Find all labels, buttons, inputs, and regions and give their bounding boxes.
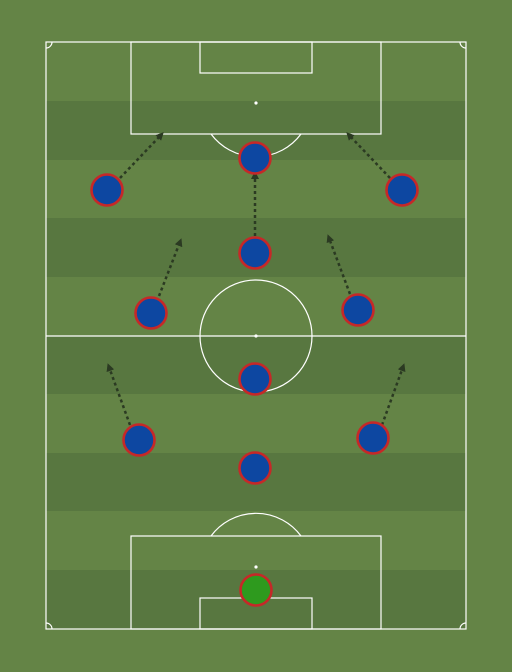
movement-arrow bbox=[380, 363, 406, 426]
movement-arrow bbox=[346, 132, 391, 179]
player-marker[interactable] bbox=[238, 451, 272, 485]
player-marker[interactable] bbox=[356, 421, 390, 455]
corner-arc bbox=[45, 622, 53, 630]
pitch-spots bbox=[254, 101, 258, 569]
player-marker[interactable] bbox=[385, 173, 419, 207]
player-marker[interactable] bbox=[238, 141, 272, 175]
movement-arrow bbox=[106, 363, 132, 426]
top-penalty-spot bbox=[254, 101, 258, 105]
pitch-markings bbox=[45, 41, 467, 630]
player-marker[interactable] bbox=[238, 236, 272, 270]
corner-arc bbox=[459, 41, 467, 49]
top-goal-area bbox=[199, 41, 313, 74]
player-marker[interactable] bbox=[238, 362, 272, 396]
player-marker[interactable] bbox=[134, 296, 168, 330]
bottom-penalty-spot bbox=[254, 565, 258, 569]
bottom-penalty-arc bbox=[210, 512, 302, 537]
movement-arrow bbox=[326, 234, 352, 295]
player-marker[interactable] bbox=[122, 423, 156, 457]
movement-arrow bbox=[157, 238, 183, 297]
player-marker[interactable] bbox=[341, 293, 375, 327]
player-goalkeeper[interactable] bbox=[239, 573, 273, 607]
corner-arc bbox=[459, 622, 467, 630]
corner-arc bbox=[45, 41, 53, 49]
movement-arrows bbox=[106, 132, 406, 426]
movement-arrow bbox=[119, 132, 164, 179]
players bbox=[90, 141, 419, 607]
center-spot bbox=[254, 334, 258, 338]
player-marker[interactable] bbox=[90, 173, 124, 207]
